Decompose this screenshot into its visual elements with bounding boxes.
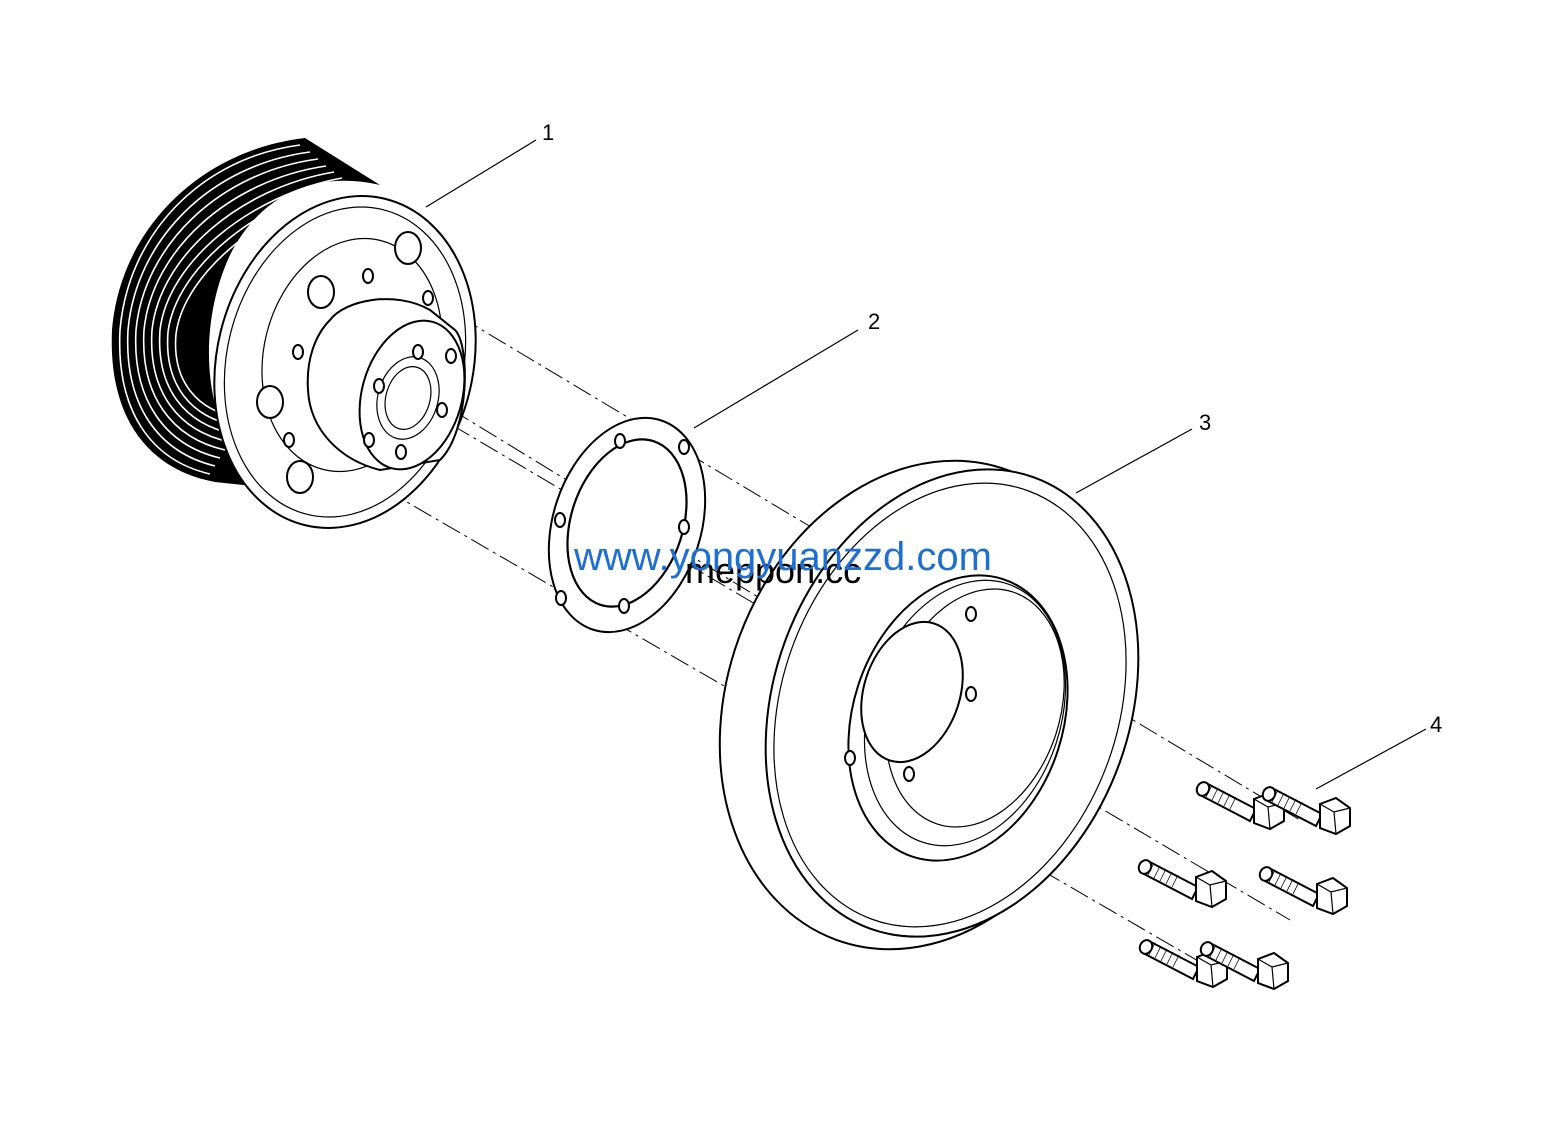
- callout-1: 1: [542, 120, 554, 145]
- damper-part-3: [718, 459, 1140, 951]
- callout-3: 3: [1199, 410, 1211, 435]
- watermark-secondary: meppon.cc: [685, 550, 861, 591]
- gasket-part-2: [547, 416, 707, 634]
- callout-2: 2: [868, 309, 880, 334]
- pulley-part-1: [111, 138, 477, 529]
- watermark-primary: www.yongyuanzzd.com: [573, 535, 992, 579]
- bolts-part-4: [1135, 779, 1351, 990]
- callout-4: 4: [1430, 712, 1442, 737]
- leader-lines: [425, 139, 1427, 790]
